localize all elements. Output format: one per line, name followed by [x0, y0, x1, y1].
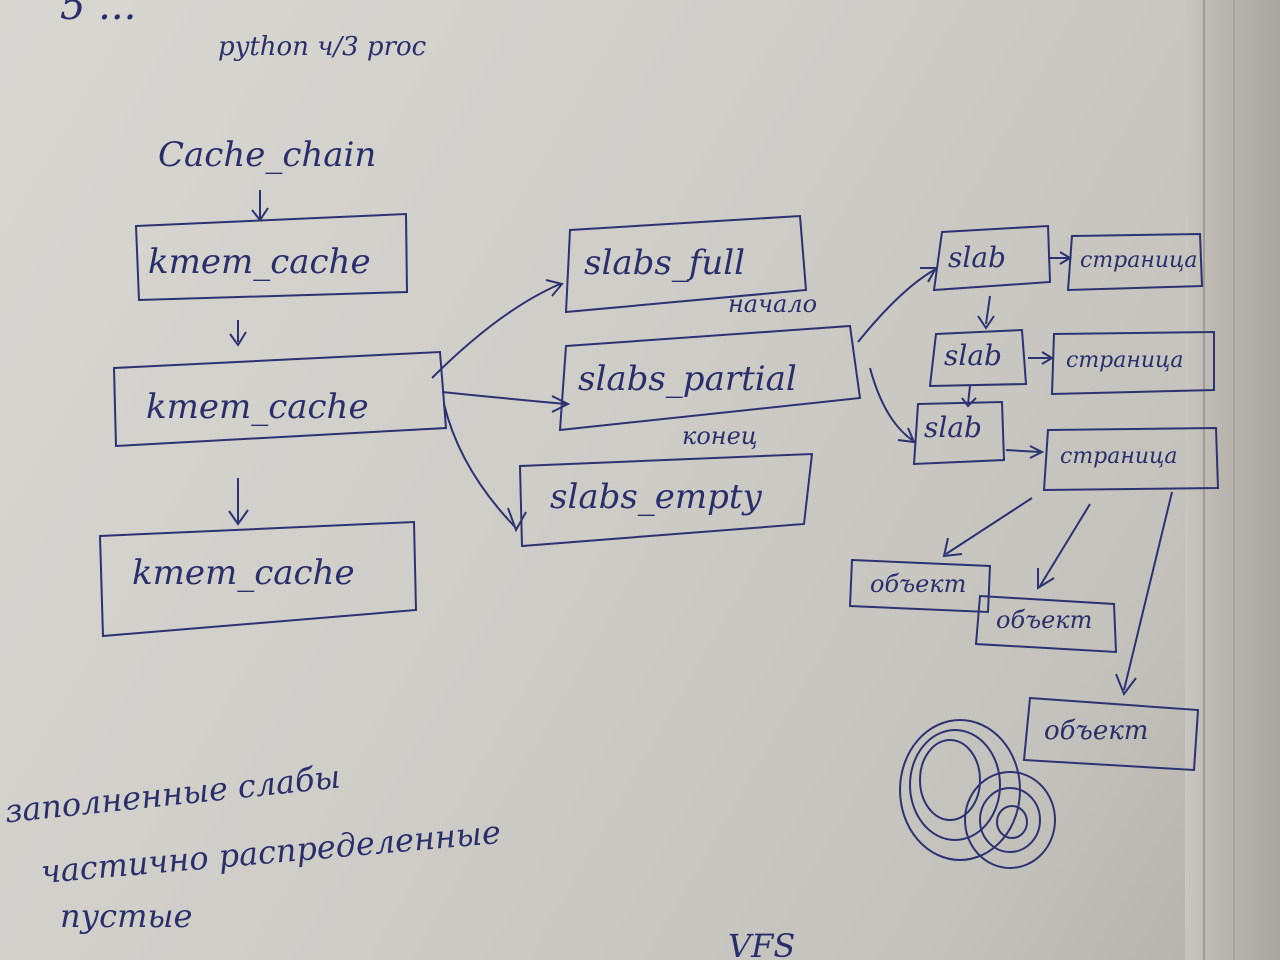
slabs-partial-label: slabs_partial — [578, 359, 797, 399]
slab-box-3 — [912, 400, 1006, 466]
page-box-3 — [1042, 426, 1220, 492]
arrow-partial-to-slab — [857, 267, 938, 343]
subtitle-note: python ч/3 proc — [218, 32, 427, 62]
page-label-1: страница — [1080, 248, 1198, 273]
object-box-2 — [974, 594, 1118, 654]
kmem-cache-label-1: kmem_cache — [148, 242, 371, 282]
arrow-partial-to-slab3 — [869, 367, 916, 444]
cache-chain-label: Cache_chain — [158, 135, 377, 175]
arrow-page-obj-2 — [1037, 503, 1091, 590]
object-box-1 — [848, 558, 992, 614]
page-label-2: страница — [1066, 348, 1184, 373]
note-start: начало — [728, 290, 818, 318]
slab-label-3: slab — [924, 411, 982, 444]
arrow-slab-down-2 — [961, 385, 977, 408]
slabs-full-box — [564, 214, 808, 314]
arrow-slab3-page — [1005, 445, 1045, 459]
slabs-empty-label: slabs_empty — [550, 477, 762, 517]
chain-arrow-1 — [251, 190, 269, 222]
arrow-slab-down-1 — [977, 295, 995, 330]
arrow-to-empty — [443, 403, 527, 533]
arrow-to-partial — [441, 391, 571, 413]
slab-label-2: slab — [944, 339, 1002, 372]
spiral-doodle — [899, 719, 1056, 869]
page-label-3: страница — [1060, 444, 1178, 469]
kmem-cache-box-3 — [98, 520, 418, 638]
chain-arrow-2 — [229, 320, 247, 347]
arrow-page-obj-1 — [942, 497, 1033, 558]
slab-box-1 — [932, 224, 1052, 292]
kmem-cache-box-1 — [134, 212, 409, 302]
page-box-2 — [1050, 330, 1215, 396]
arrow-page-obj-3 — [1115, 491, 1173, 697]
arrow-slab2-page — [1028, 351, 1054, 365]
legend-empty: пустые — [60, 897, 193, 935]
object-box-3 — [1022, 696, 1200, 772]
chain-arrow-3 — [228, 478, 249, 526]
kmem-cache-label-3: kmem_cache — [132, 553, 355, 593]
paper-stack-edge — [1185, 0, 1280, 960]
vfs-label: VFS — [728, 927, 796, 960]
slab-box-2 — [928, 328, 1028, 388]
slabs-full-label: slabs_full — [584, 243, 746, 283]
object-label-2: объект — [996, 606, 1093, 634]
note-end: конец — [682, 422, 758, 450]
page-box-1 — [1066, 232, 1204, 292]
arrow-to-full — [431, 279, 564, 379]
object-label-1: объект — [870, 570, 967, 598]
top-scribble: 5 ... — [60, 0, 137, 29]
arrow-slab1-page — [1048, 251, 1072, 265]
kmem-cache-box-2 — [112, 350, 448, 448]
object-label-3: объект — [1044, 716, 1149, 746]
kmem-cache-label-2: kmem_cache — [146, 387, 369, 427]
slab-label-1: slab — [948, 241, 1006, 274]
